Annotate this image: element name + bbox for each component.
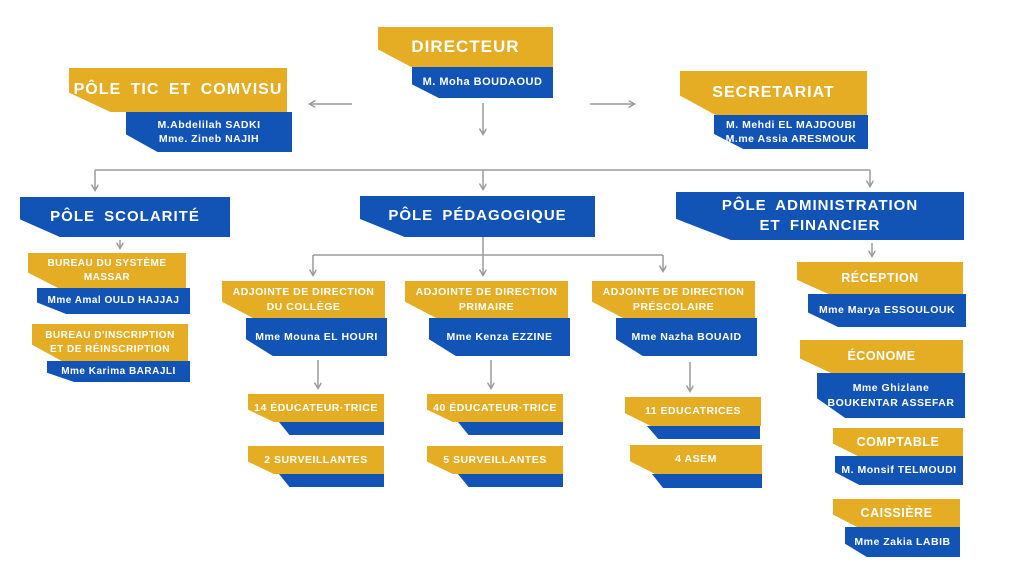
node-adj-college-name: Mme Mouna EL HOURI [246,318,387,356]
node-staff-college-educateurs: 14 ÉDUCATEUR·TRICE [248,394,384,422]
staff-primaire-educateurs-underline [458,422,563,435]
node-caissiere-name: Mme Zakia LABIB [845,527,960,557]
node-secretariat-names: M. Mehdi EL MAJDOUBI M.me Assia ARESMOUK [714,115,868,149]
node-directeur-title: DIRECTEUR [378,27,553,67]
node-caissiere-title: CAISSIÈRE [833,499,960,527]
node-bureau-massar-name: Mme Amal OULD HAJJAJ [37,288,190,314]
node-staff-primaire-surveillantes: 5 SURVEILLANTES [427,446,563,474]
node-comptable-title: COMPTABLE [833,428,963,456]
node-econome-name: Mme Ghizlane BOUKENTAR ASSEFAR [817,373,965,418]
staff-primaire-surveillantes-underline [458,474,563,487]
node-staff-college-surveillantes: 2 SURVEILLANTES [248,446,384,474]
staff-college-educateurs-underline [279,422,384,435]
node-adj-primaire-title: ADJOINTE DE DIRECTION PRIMAIRE [405,281,568,318]
node-pole-tic-names: M.Abdelilah SADKI Mme. Zineb NAJIH [126,112,292,152]
staff-college-surveillantes-underline [279,474,384,487]
node-staff-primaire-educateurs: 40 ÉDUCATEUR·TRICE [427,394,563,422]
node-econome-title: ÉCONOME [800,340,963,373]
node-adj-prescolaire-name: Mme Nazha BOUAID [616,318,757,356]
node-pole-admin: PÔLE ADMINISTRATION ET FINANCIER [676,192,964,240]
staff-prescolaire-educatrices-underline [647,426,760,439]
node-secretariat-title: SECRETARIAT [680,71,867,115]
node-staff-prescolaire-asem: 4 ASEM [630,445,762,474]
node-adj-college-title: ADJOINTE DE DIRECTION DU COLLÈGE [222,281,385,318]
node-bureau-inscription-title: BUREAU D'INSCRIPTION ET DE RÉINSCRIPTION [32,324,188,361]
node-staff-prescolaire-educatrices: 11 EDUCATRICES [625,397,761,426]
node-adj-prescolaire-title: ADJOINTE DE DIRECTION PRÉSCOLAIRE [592,281,755,318]
node-adj-primaire-name: Mme Kenza EZZINE [429,318,570,356]
node-reception-title: RÉCEPTION [797,262,963,294]
node-comptable-name: M. Monsif TELMOUDI [835,456,963,485]
node-directeur-name: M. Moha BOUDAOUD [412,67,553,98]
node-pole-scolarite: PÔLE SCOLARITÉ [20,197,230,237]
node-pole-pedagogique: PÔLE PÉDAGOGIQUE [360,196,595,237]
node-bureau-massar-title: BUREAU DU SYSTÈME MASSAR [28,253,186,288]
node-pole-tic-title: PÔLE TIC ET COMVISU [69,68,287,112]
staff-prescolaire-asem-underline [652,474,762,488]
node-reception-name: Mme Marya ESSOULOUK [808,294,966,327]
node-bureau-inscription-name: Mme Karima BARAJLI [47,361,190,382]
